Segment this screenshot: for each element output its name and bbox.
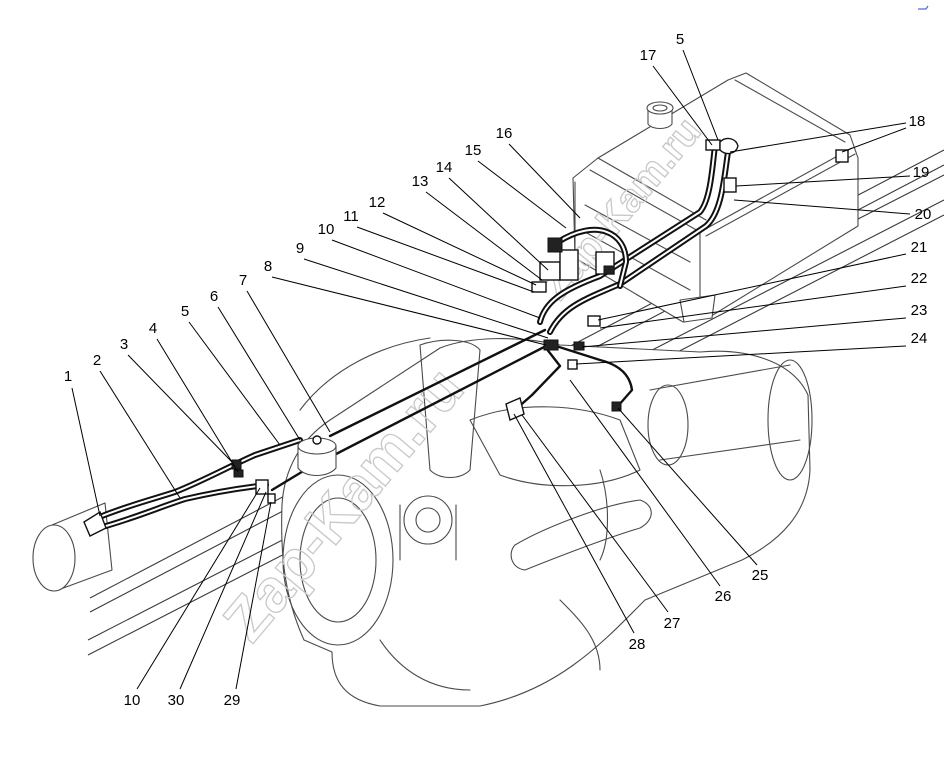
leader-line-24 xyxy=(575,345,907,365)
leader-line-29 xyxy=(235,501,272,690)
leader-line-12 xyxy=(382,212,537,286)
callout-label-6: 6 xyxy=(210,288,218,305)
callout-label-22: 22 xyxy=(911,270,928,287)
leader-line-16 xyxy=(508,143,581,219)
fuel-tank xyxy=(572,72,859,323)
callout-label-20: 20 xyxy=(915,206,932,223)
callout-label-14: 14 xyxy=(436,159,453,176)
callout-label-13: 13 xyxy=(412,173,429,190)
leader-line-11 xyxy=(356,226,535,293)
callout-label-18: 18 xyxy=(909,113,926,130)
callout-label-15: 15 xyxy=(465,142,482,159)
leader-line-8 xyxy=(271,276,547,346)
callout-label-11: 11 xyxy=(343,208,359,225)
leader-line-26 xyxy=(569,379,721,587)
callout-label-27: 27 xyxy=(664,615,681,632)
callout-label-25: 25 xyxy=(752,567,769,584)
leader-line-4 xyxy=(156,338,239,473)
leader-line-30 xyxy=(179,491,267,690)
callout-label-28: 28 xyxy=(629,636,646,653)
leader-line-25 xyxy=(617,407,758,566)
leader-line-10b xyxy=(136,487,261,690)
leader-line-19 xyxy=(735,175,911,187)
callout-label-5: 5 xyxy=(181,303,189,320)
callout-label-1: 1 xyxy=(64,368,72,385)
callout-label-9: 9 xyxy=(296,240,304,257)
callout-label-3: 3 xyxy=(120,336,128,353)
leader-line-3 xyxy=(127,354,233,463)
leader-line-22 xyxy=(599,285,907,329)
leader-line-18b xyxy=(841,127,907,153)
callout-label-10-bottom: 10 xyxy=(124,692,141,709)
callout-label-24: 24 xyxy=(911,330,928,347)
leader-line-21 xyxy=(597,253,907,321)
callout-label-5-top: 5 xyxy=(676,31,684,48)
leader-lines xyxy=(71,49,911,690)
leader-line-1 xyxy=(71,387,101,517)
callout-label-30: 30 xyxy=(168,692,185,709)
callout-label-17: 17 xyxy=(640,47,657,64)
leader-line-2 xyxy=(99,370,181,499)
leader-line-23 xyxy=(581,317,907,348)
callout-label-23: 23 xyxy=(911,302,928,319)
callout-label-19: 19 xyxy=(913,164,930,181)
leader-line-28 xyxy=(513,413,635,634)
leader-line-9 xyxy=(303,258,549,339)
leader-line-13 xyxy=(425,191,543,281)
leader-line-20 xyxy=(733,199,911,215)
engine xyxy=(281,337,813,707)
callout-label-21: 21 xyxy=(911,239,928,256)
leader-line-18 xyxy=(729,122,907,153)
leader-line-15 xyxy=(477,160,567,229)
callout-label-16: 16 xyxy=(496,125,513,142)
leader-line-6 xyxy=(217,306,301,441)
callout-label-12: 12 xyxy=(369,194,386,211)
callout-label-10: 10 xyxy=(318,221,335,238)
bolt-29 xyxy=(267,493,276,504)
leader-line-5 xyxy=(188,321,281,446)
corner-mark-icon xyxy=(918,5,929,10)
callout-label-29: 29 xyxy=(224,692,241,709)
leader-line-5b xyxy=(682,49,719,141)
callout-labels: 1 2 3 4 5 6 7 8 9 10 11 12 13 14 15 16 1… xyxy=(64,31,932,709)
callout-label-8: 8 xyxy=(264,258,272,275)
left-hose-fitting xyxy=(83,510,107,537)
washer-4 xyxy=(233,469,244,478)
leader-line-17 xyxy=(652,65,713,146)
leader-line-10 xyxy=(331,239,541,319)
callout-label-26: 26 xyxy=(715,588,732,605)
callout-label-2: 2 xyxy=(93,352,101,369)
leader-line-7 xyxy=(246,290,331,433)
callout-label-7: 7 xyxy=(239,272,247,289)
leader-line-14 xyxy=(448,177,549,271)
leader-line-27 xyxy=(521,414,669,613)
callout-label-4: 4 xyxy=(149,320,157,337)
fittings xyxy=(83,137,849,537)
